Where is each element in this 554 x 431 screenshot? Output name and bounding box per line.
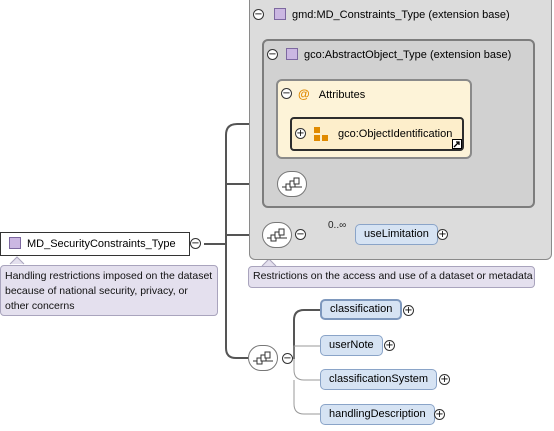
element-classification[interactable]: classification [320, 299, 403, 320]
element-expand-toggle[interactable]: + [403, 305, 414, 316]
root-collapse-toggle[interactable]: − [190, 238, 201, 249]
element-expand-toggle[interactable]: + [437, 229, 448, 240]
sequence-collapse-toggle[interactable]: − [282, 353, 293, 364]
constraints-documentation: Restrictions on the access and use of a … [248, 266, 535, 288]
outer-extension-collapse-toggle[interactable]: − [253, 9, 264, 20]
sequence-compositor-icon[interactable] [248, 345, 278, 371]
sequence-collapse-toggle[interactable]: − [295, 229, 306, 240]
complex-type-icon [286, 48, 298, 60]
element-expand-toggle[interactable]: + [434, 409, 445, 420]
element-use-limitation[interactable]: useLimitation [355, 224, 438, 245]
element-handling-description[interactable]: handlingDescription [320, 404, 435, 425]
element-expand-toggle[interactable]: + [384, 340, 395, 351]
attribute-group-icon [314, 127, 328, 141]
attribute-at-icon: @ [298, 87, 310, 101]
element-expand-toggle[interactable]: + [439, 374, 450, 385]
attribute-group-expand-toggle[interactable]: + [295, 128, 306, 139]
root-documentation: Handling restrictions imposed on the dat… [0, 265, 218, 316]
outer-extension-title: gmd:MD_Constraints_Type (extension base) [274, 8, 510, 21]
root-complex-type[interactable]: MD_SecurityConstraints_Type [0, 232, 190, 256]
root-type-label: MD_SecurityConstraints_Type [27, 238, 176, 250]
attributes-label: Attributes [318, 89, 366, 101]
attribute-group-node[interactable]: + gco:ObjectIdentification [290, 117, 464, 151]
inner-extension-title: gco:AbstractObject_Type (extension base) [286, 48, 511, 61]
reference-arrow-icon [452, 139, 462, 149]
inner-extension-collapse-toggle[interactable]: − [267, 49, 278, 60]
complex-type-icon [274, 8, 286, 20]
element-classification-system[interactable]: classificationSystem [320, 369, 438, 390]
attributes-header: @ Attributes [298, 87, 365, 101]
occurrence-label: 0..∞ [328, 220, 347, 231]
element-user-note[interactable]: userNote [320, 335, 383, 356]
attribute-group-label: gco:ObjectIdentification [338, 128, 453, 140]
sequence-compositor-icon[interactable] [277, 171, 307, 197]
complex-type-icon [9, 237, 21, 249]
sequence-compositor-icon[interactable] [262, 222, 292, 248]
attributes-collapse-toggle[interactable]: − [281, 88, 292, 99]
